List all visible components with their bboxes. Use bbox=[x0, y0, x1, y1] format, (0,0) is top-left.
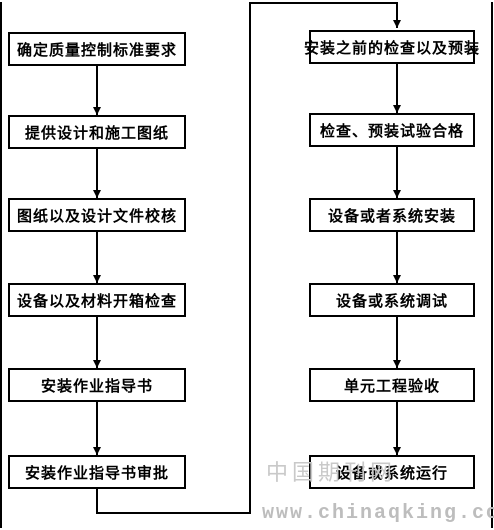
step-installation-guide: 安装作业指导书 bbox=[8, 368, 186, 402]
step-unit-acceptance: 单元工程验收 bbox=[309, 368, 475, 402]
step-unpacking-inspection: 设备以及材料开箱检查 bbox=[8, 283, 186, 317]
watermark-url: www.chinaqking.com bbox=[262, 502, 494, 525]
step-system-operation: 设备或系统运行 bbox=[309, 455, 475, 489]
watermark-cn: 中国期刊网 bbox=[266, 461, 397, 486]
step-drawing-review: 图纸以及设计文件校核 bbox=[8, 198, 186, 232]
step-define-quality-standards: 确定质量控制标准要求 bbox=[8, 32, 186, 66]
step-provide-drawings: 提供设计和施工图纸 bbox=[8, 115, 186, 149]
step-pre-install-check: 安装之前的检查以及预装 bbox=[304, 30, 479, 64]
step-guide-approval: 安装作业指导书审批 bbox=[8, 455, 186, 489]
step-check-qualified: 检查、预装试验合格 bbox=[309, 113, 475, 147]
step-system-installation: 设备或者系统安装 bbox=[309, 198, 475, 232]
connector-left-to-right bbox=[96, 2, 401, 514]
step-system-debugging: 设备或系统调试 bbox=[309, 283, 475, 317]
